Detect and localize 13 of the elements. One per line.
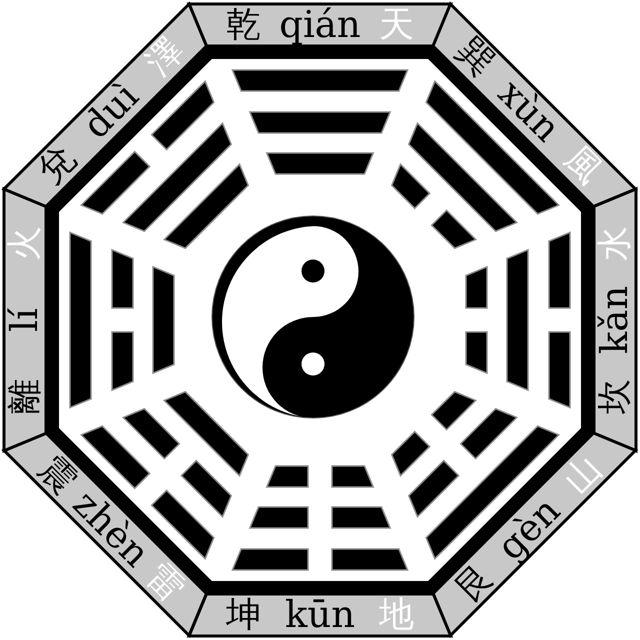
trigram-name: 坤 [226, 595, 261, 635]
trigram-name: 離 [5, 378, 45, 414]
pinyin-label: lí [3, 308, 47, 332]
pinyin-label: kūn [284, 593, 356, 637]
ring-segment [186, 591, 454, 639]
ring-segment [1, 1, 210, 210]
trigram-name: 乾 [226, 5, 261, 45]
ring-segment [1, 186, 49, 454]
trigram-name: 坎 [595, 378, 635, 414]
trigram-name: 震 [30, 448, 84, 501]
ring-segment [591, 186, 639, 454]
pinyin-label: qián [279, 3, 361, 47]
pinyin-label: kǎn [593, 286, 637, 354]
